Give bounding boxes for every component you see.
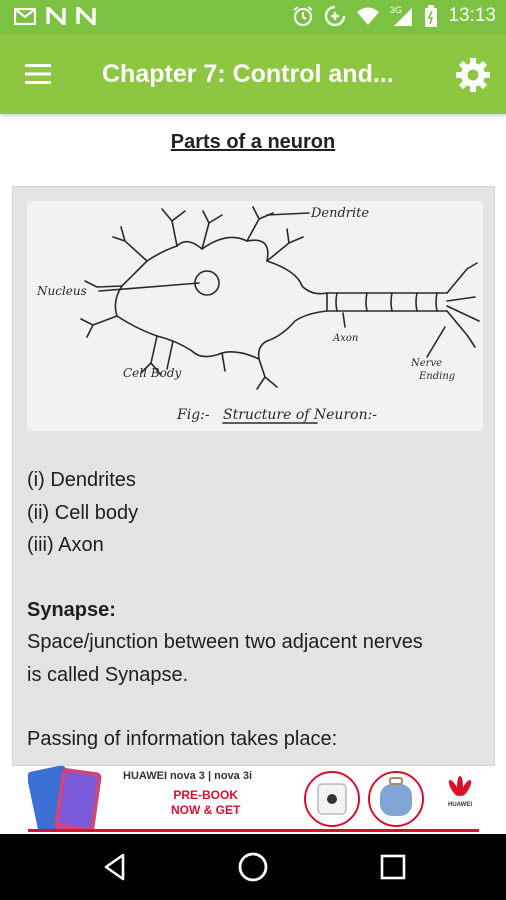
clock-time: 13:13	[448, 5, 496, 26]
synapse-heading: Synapse:	[27, 598, 116, 621]
part-item: (i) Dendrites	[27, 469, 136, 491]
ad-banner[interactable]: HUAWEI HUAWEI nova 3 | nova 3i PRE-BOOK …	[28, 766, 479, 832]
synapse-text-line: is called Synapse.	[27, 663, 189, 686]
app-bar: Chapter 7: Control and...	[0, 34, 506, 114]
synapse-text-line: Space/junction between two adjacent nerv…	[27, 631, 423, 653]
ad-cta-text: PRE-BOOK NOW & GET	[171, 788, 240, 818]
app-title: Chapter 7: Control and...	[102, 60, 394, 88]
data-saver-icon	[324, 5, 346, 27]
navigation-bar	[0, 834, 506, 900]
signal-icon: 3G	[390, 5, 414, 27]
paragraph-gap	[27, 562, 487, 594]
paragraph-gap	[27, 691, 487, 723]
recents-icon[interactable]	[376, 850, 410, 884]
n-app-icon	[76, 7, 96, 25]
svg-text:Fig:-: Fig:-	[176, 407, 210, 423]
svg-text:Nucleus: Nucleus	[36, 284, 87, 298]
neuron-diagram: Dendrite Nucleus Axon Cell Body Nerve En…	[27, 201, 483, 431]
neuron-diagram-drawing: Dendrite Nucleus Axon Cell Body Nerve En…	[36, 206, 480, 424]
home-icon[interactable]	[236, 850, 270, 884]
part-item: (iii) Axon	[27, 534, 104, 556]
hamburger-menu-icon[interactable]	[22, 60, 56, 88]
ad-cta-line: PRE-BOOK	[173, 788, 238, 802]
part-item: (ii) Cell body	[27, 501, 139, 524]
svg-text:Axon: Axon	[332, 333, 358, 344]
content-text: (i) Dendrites (ii) Cell body (iii) Axon …	[27, 464, 487, 756]
alarm-icon	[292, 5, 314, 27]
svg-text:Nerve: Nerve	[410, 358, 442, 369]
wifi-icon	[356, 6, 380, 26]
section-title: Parts of a neuron	[170, 131, 336, 153]
svg-text:Cell Body: Cell Body	[123, 366, 181, 380]
passing-text: Passing of information takes place:	[27, 728, 338, 750]
svg-text:3G: 3G	[390, 5, 402, 15]
n-app-icon	[46, 7, 66, 25]
svg-text:Structure of Neuron:-: Structure of Neuron:-	[223, 407, 377, 423]
ad-brand-text: HUAWEI nova 3 | nova 3i	[123, 770, 252, 782]
content-card: Dendrite Nucleus Axon Cell Body Nerve En…	[12, 186, 495, 766]
ad-artwork: HUAWEI	[28, 766, 472, 829]
svg-text:HUAWEI: HUAWEI	[448, 802, 472, 808]
gear-icon[interactable]	[454, 56, 492, 94]
back-icon[interactable]	[98, 850, 132, 884]
svg-text:Ending: Ending	[418, 371, 455, 382]
gmail-icon	[14, 7, 36, 25]
svg-text:Dendrite: Dendrite	[310, 206, 369, 221]
status-bar: 3G 13:13	[0, 0, 506, 34]
battery-icon	[424, 5, 438, 27]
ad-cta-line: NOW & GET	[171, 803, 241, 817]
